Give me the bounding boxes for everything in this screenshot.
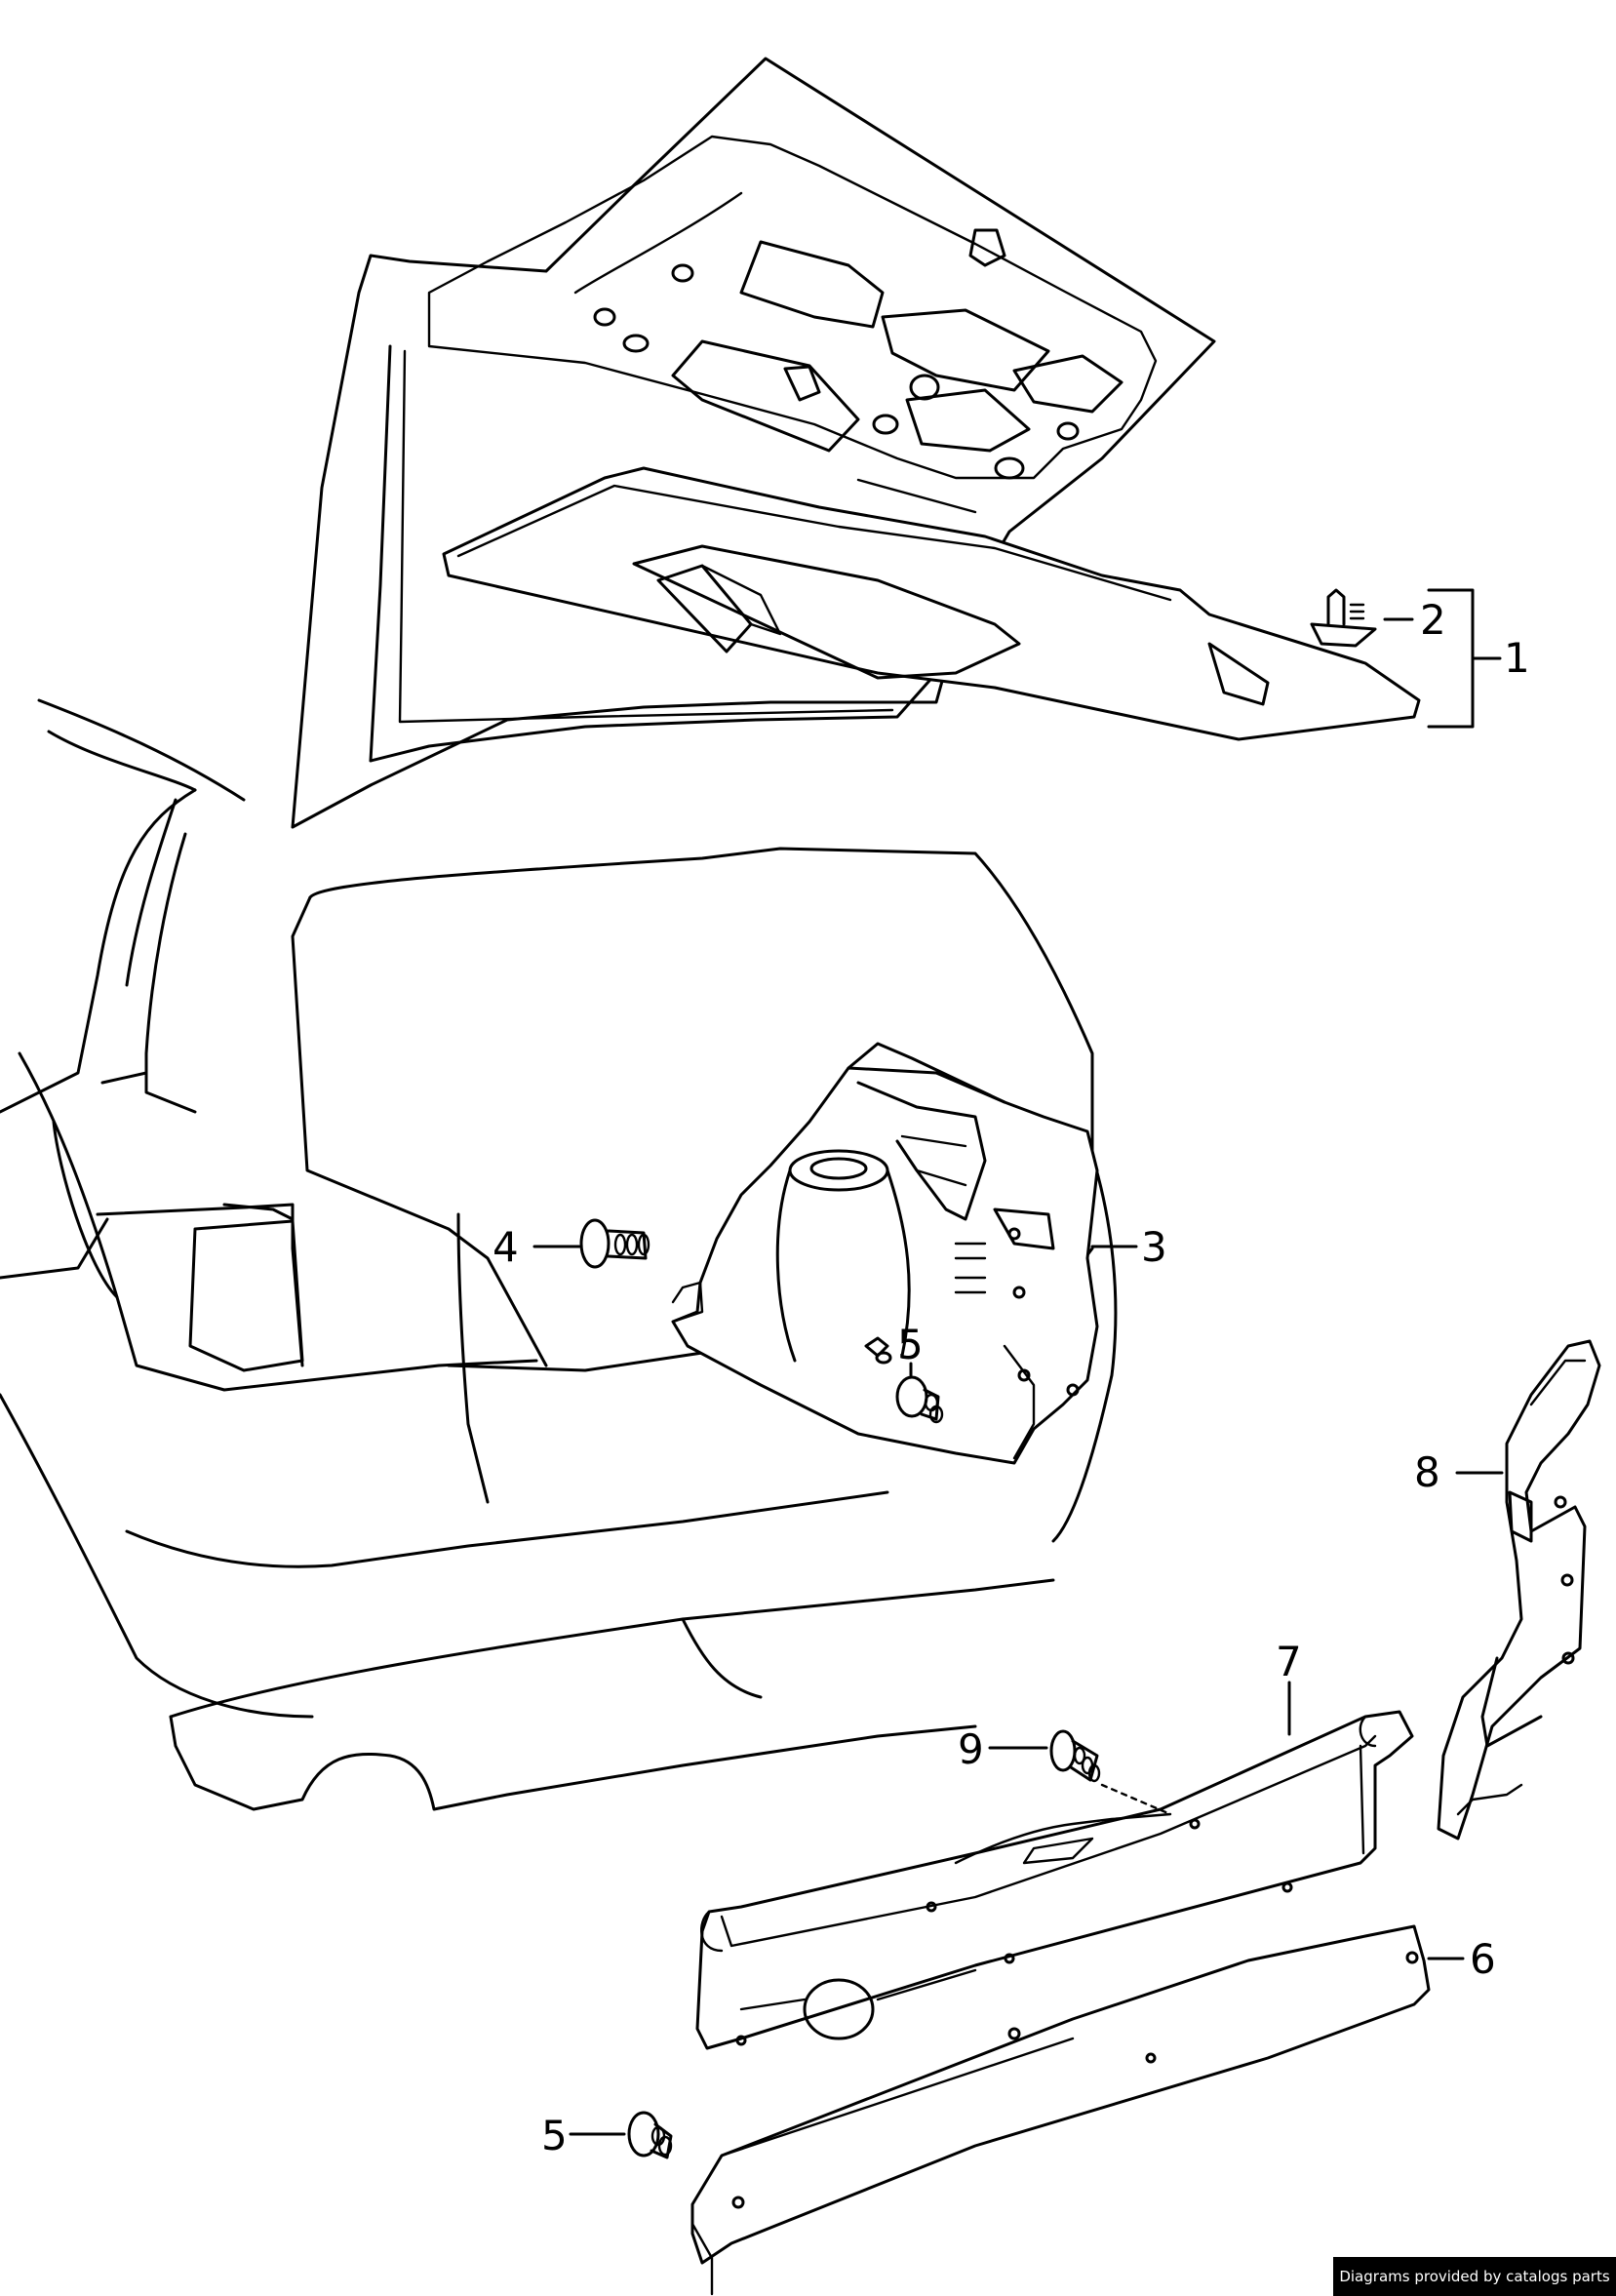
tailgate-inner-panel: [573, 191, 1123, 480]
callout-3: 3: [1141, 1223, 1167, 1271]
rivet-5-upper: [895, 1375, 944, 1424]
tailgate-trim-panel: [442, 466, 1421, 741]
rivet-5-lower: [627, 2111, 673, 2159]
trim-clip: [1310, 588, 1377, 648]
leader-lines: [532, 588, 1504, 2136]
callout-5-upper: 5: [897, 1321, 924, 1368]
callout-7: 7: [1276, 1638, 1302, 1685]
callout-6: 6: [1470, 1935, 1496, 1983]
callout-8: 8: [1414, 1448, 1440, 1496]
callout-2: 2: [1420, 596, 1446, 644]
expanding-rivet-4: [579, 1218, 650, 1269]
callout-9: 9: [958, 1725, 984, 1773]
fastener-9: [1049, 1729, 1172, 1816]
callout-4: 4: [493, 1223, 519, 1271]
c-pillar-strip: [1437, 1339, 1601, 1841]
rear-panel-trim: [695, 1710, 1414, 2050]
side-trim-panel: [671, 1042, 1099, 1465]
tailgate-outline: [291, 57, 1216, 829]
lower-trim-panel: [690, 1924, 1431, 2296]
credit-badge: Diagrams provided by catalogs parts: [1333, 2257, 1616, 2296]
callout-5-lower: 5: [541, 2112, 568, 2159]
callout-1: 1: [1504, 634, 1530, 682]
